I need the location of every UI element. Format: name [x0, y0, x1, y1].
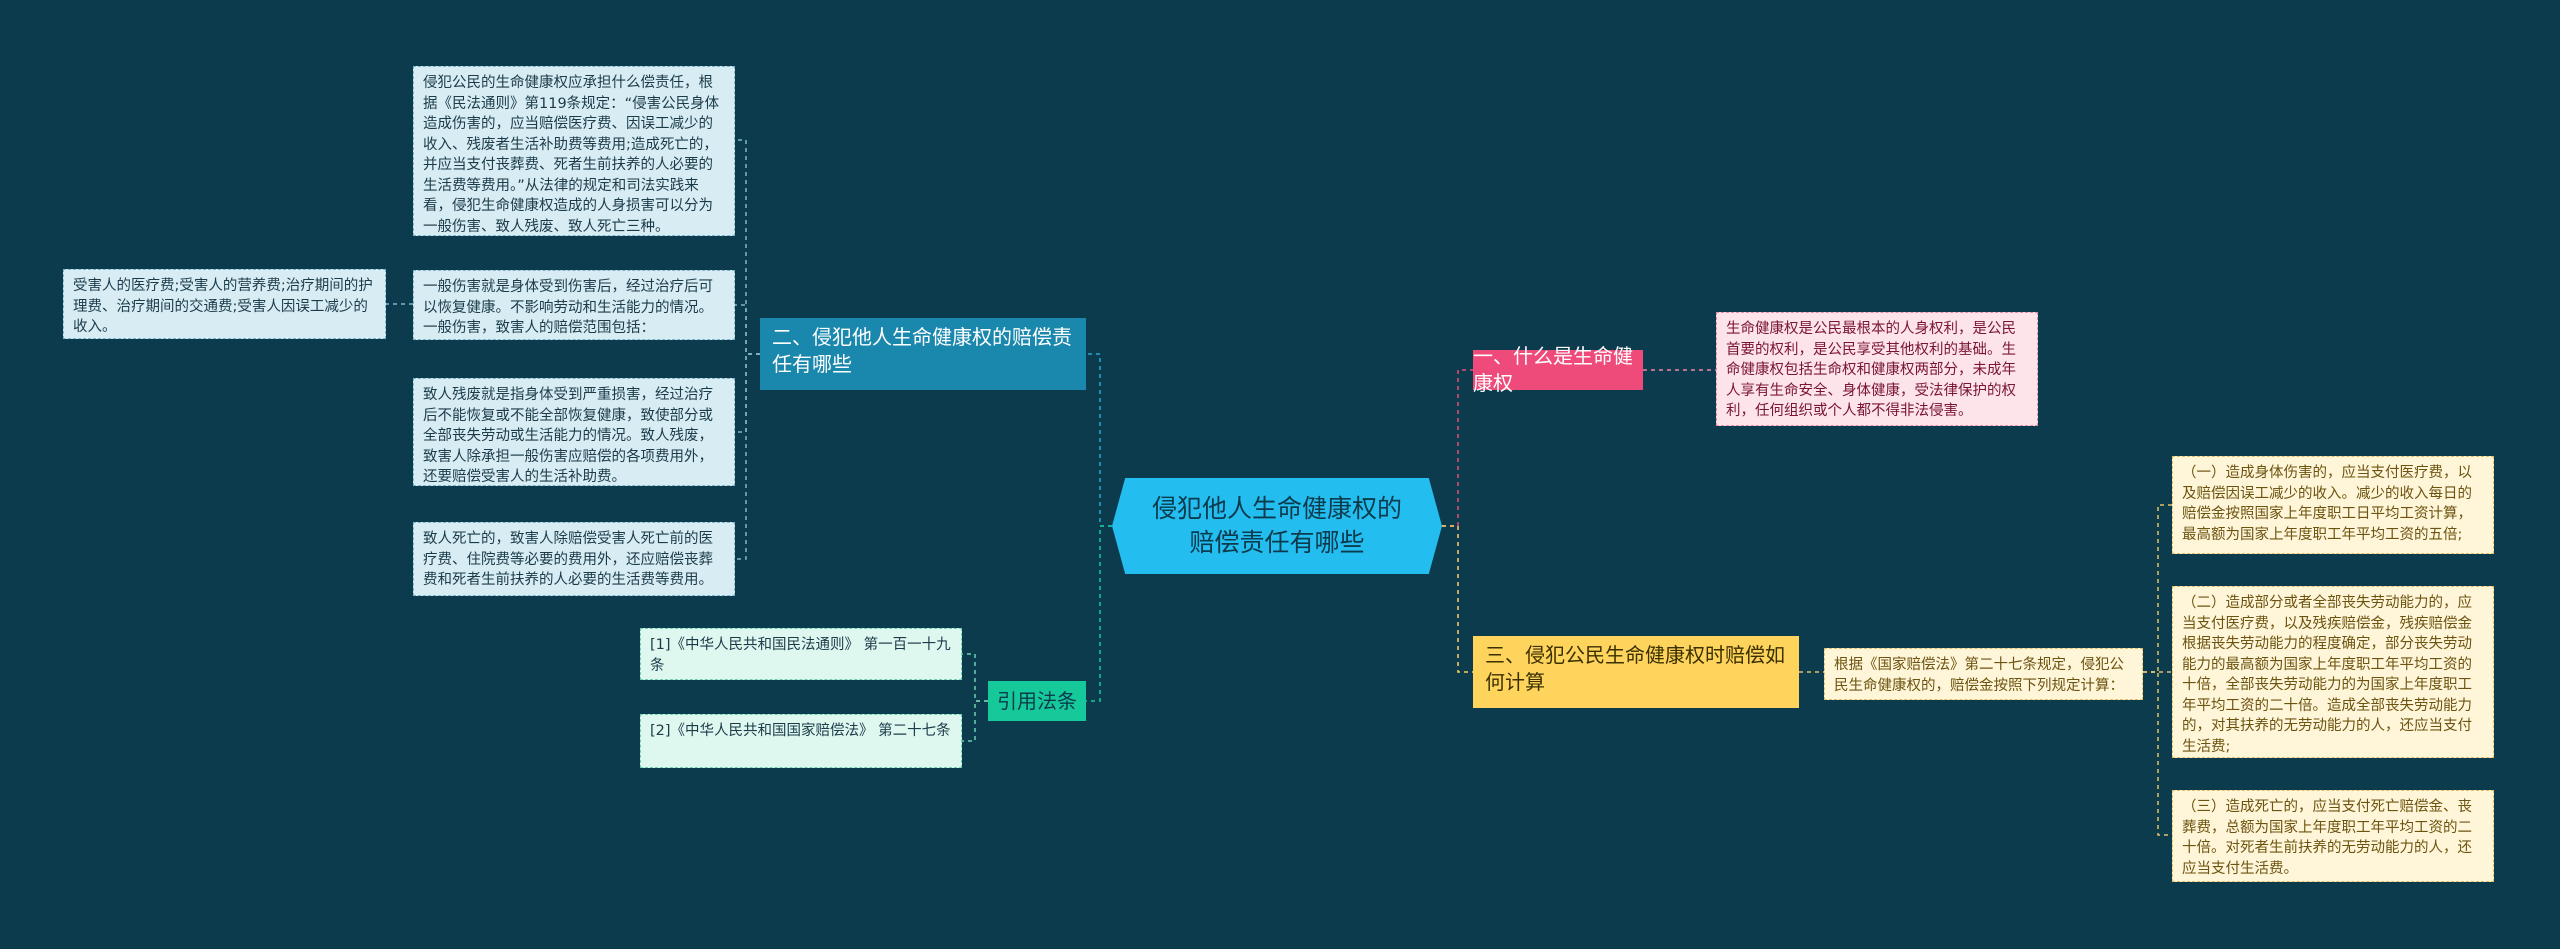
leaf-calculation-rule-text: 根据《国家赔偿法》第二十七条规定，侵犯公民生命健康权的，赔偿金按照下列规定计算： [1834, 657, 2124, 694]
leaf-liability-overview-text: 侵犯公民的生命健康权应承担什么偿责任，根据《民法通则》第119条规定：“侵害公民… [423, 75, 720, 235]
branch-cited-laws[interactable]: 引用法条 [988, 681, 1086, 721]
leaf-general-injury-text: 一般伤害就是身体受到伤害后，经过治疗后可以恢复健康。不影响劳动和生活能力的情况。… [423, 279, 713, 336]
branch-cited-laws-label: 引用法条 [997, 688, 1077, 713]
leaf-general-injury[interactable]: 一般伤害就是身体受到伤害后，经过治疗后可以恢复健康。不影响劳动和生活能力的情况。… [413, 270, 735, 340]
branch-what-is-right-to-life-label: 一、什么是生命健康权 [1473, 344, 1633, 395]
branch-compensation-calculation-label: 三、侵犯公民生命健康权时赔偿如何计算 [1485, 643, 1785, 694]
leaf-state-compensation-article-text: [2]《中华人民共和国国家赔偿法》 第二十七条 [650, 723, 951, 739]
leaf-disability-text: 致人残废就是指身体受到严重损害，经过治疗后不能恢复或不能全部恢复健康，致使部分或… [423, 387, 713, 485]
leaf-civil-law-article-text: [1]《中华人民共和国民法通则》 第一百一十九条 [650, 637, 951, 674]
leaf-general-injury-scope-text: 受害人的医疗费;受害人的营养费;治疗期间的护理费、治疗期间的交通费;受害人因误工… [73, 278, 373, 335]
branch-compensation-calculation[interactable]: 三、侵犯公民生命健康权时赔偿如何计算 [1473, 636, 1799, 708]
leaf-loss-of-labor-capacity-text: （二）造成部分或者全部丧失劳动能力的，应当支付医疗费，以及残疾赔偿金，残疾赔偿金… [2182, 595, 2472, 755]
leaf-bodily-injury[interactable]: （一）造成身体伤害的，应当支付医疗费，以及赔偿因误工减少的收入。减少的收入每日的… [2172, 456, 2494, 554]
leaf-right-to-life-definition-text: 生命健康权是公民最根本的人身权利，是公民首要的权利，是公民享受其他权利的基础。生… [1726, 321, 2016, 419]
leaf-death-compensation-text: （三）造成死亡的，应当支付死亡赔偿金、丧葬费，总额为国家上年度职工年平均工资的二… [2182, 799, 2472, 877]
leaf-death[interactable]: 致人死亡的，致害人除赔偿受害人死亡前的医疗费、住院费等必要的费用外，还应赔偿丧葬… [413, 522, 735, 596]
branch-compensation-liability-label: 二、侵犯他人生命健康权的赔偿责任有哪些 [772, 325, 1072, 376]
leaf-civil-law-article[interactable]: [1]《中华人民共和国民法通则》 第一百一十九条 [640, 628, 962, 680]
leaf-death-compensation[interactable]: （三）造成死亡的，应当支付死亡赔偿金、丧葬费，总额为国家上年度职工年平均工资的二… [2172, 790, 2494, 882]
leaf-state-compensation-article[interactable]: [2]《中华人民共和国国家赔偿法》 第二十七条 [640, 714, 962, 768]
branch-what-is-right-to-life[interactable]: 一、什么是生命健康权 [1473, 344, 1643, 395]
leaf-calculation-rule[interactable]: 根据《国家赔偿法》第二十七条规定，侵犯公民生命健康权的，赔偿金按照下列规定计算： [1824, 648, 2143, 700]
leaf-right-to-life-definition[interactable]: 生命健康权是公民最根本的人身权利，是公民首要的权利，是公民享受其他权利的基础。生… [1716, 312, 2038, 426]
branch-compensation-liability[interactable]: 二、侵犯他人生命健康权的赔偿责任有哪些 [760, 318, 1086, 390]
leaf-disability[interactable]: 致人残废就是指身体受到严重损害，经过治疗后不能恢复或不能全部恢复健康，致使部分或… [413, 378, 735, 486]
leaf-death-text: 致人死亡的，致害人除赔偿受害人死亡前的医疗费、住院费等必要的费用外，还应赔偿丧葬… [423, 531, 713, 588]
central-topic-label: 侵犯他人生命健康权的赔偿责任有哪些 [1151, 494, 1402, 557]
leaf-general-injury-scope[interactable]: 受害人的医疗费;受害人的营养费;治疗期间的护理费、治疗期间的交通费;受害人因误工… [63, 269, 386, 339]
leaf-loss-of-labor-capacity[interactable]: （二）造成部分或者全部丧失劳动能力的，应当支付医疗费，以及残疾赔偿金，残疾赔偿金… [2172, 586, 2494, 758]
central-topic[interactable]: 侵犯他人生命健康权的赔偿责任有哪些 [1112, 478, 1442, 574]
leaf-liability-overview[interactable]: 侵犯公民的生命健康权应承担什么偿责任，根据《民法通则》第119条规定：“侵害公民… [413, 66, 735, 236]
leaf-bodily-injury-text: （一）造成身体伤害的，应当支付医疗费，以及赔偿因误工减少的收入。减少的收入每日的… [2182, 465, 2472, 543]
